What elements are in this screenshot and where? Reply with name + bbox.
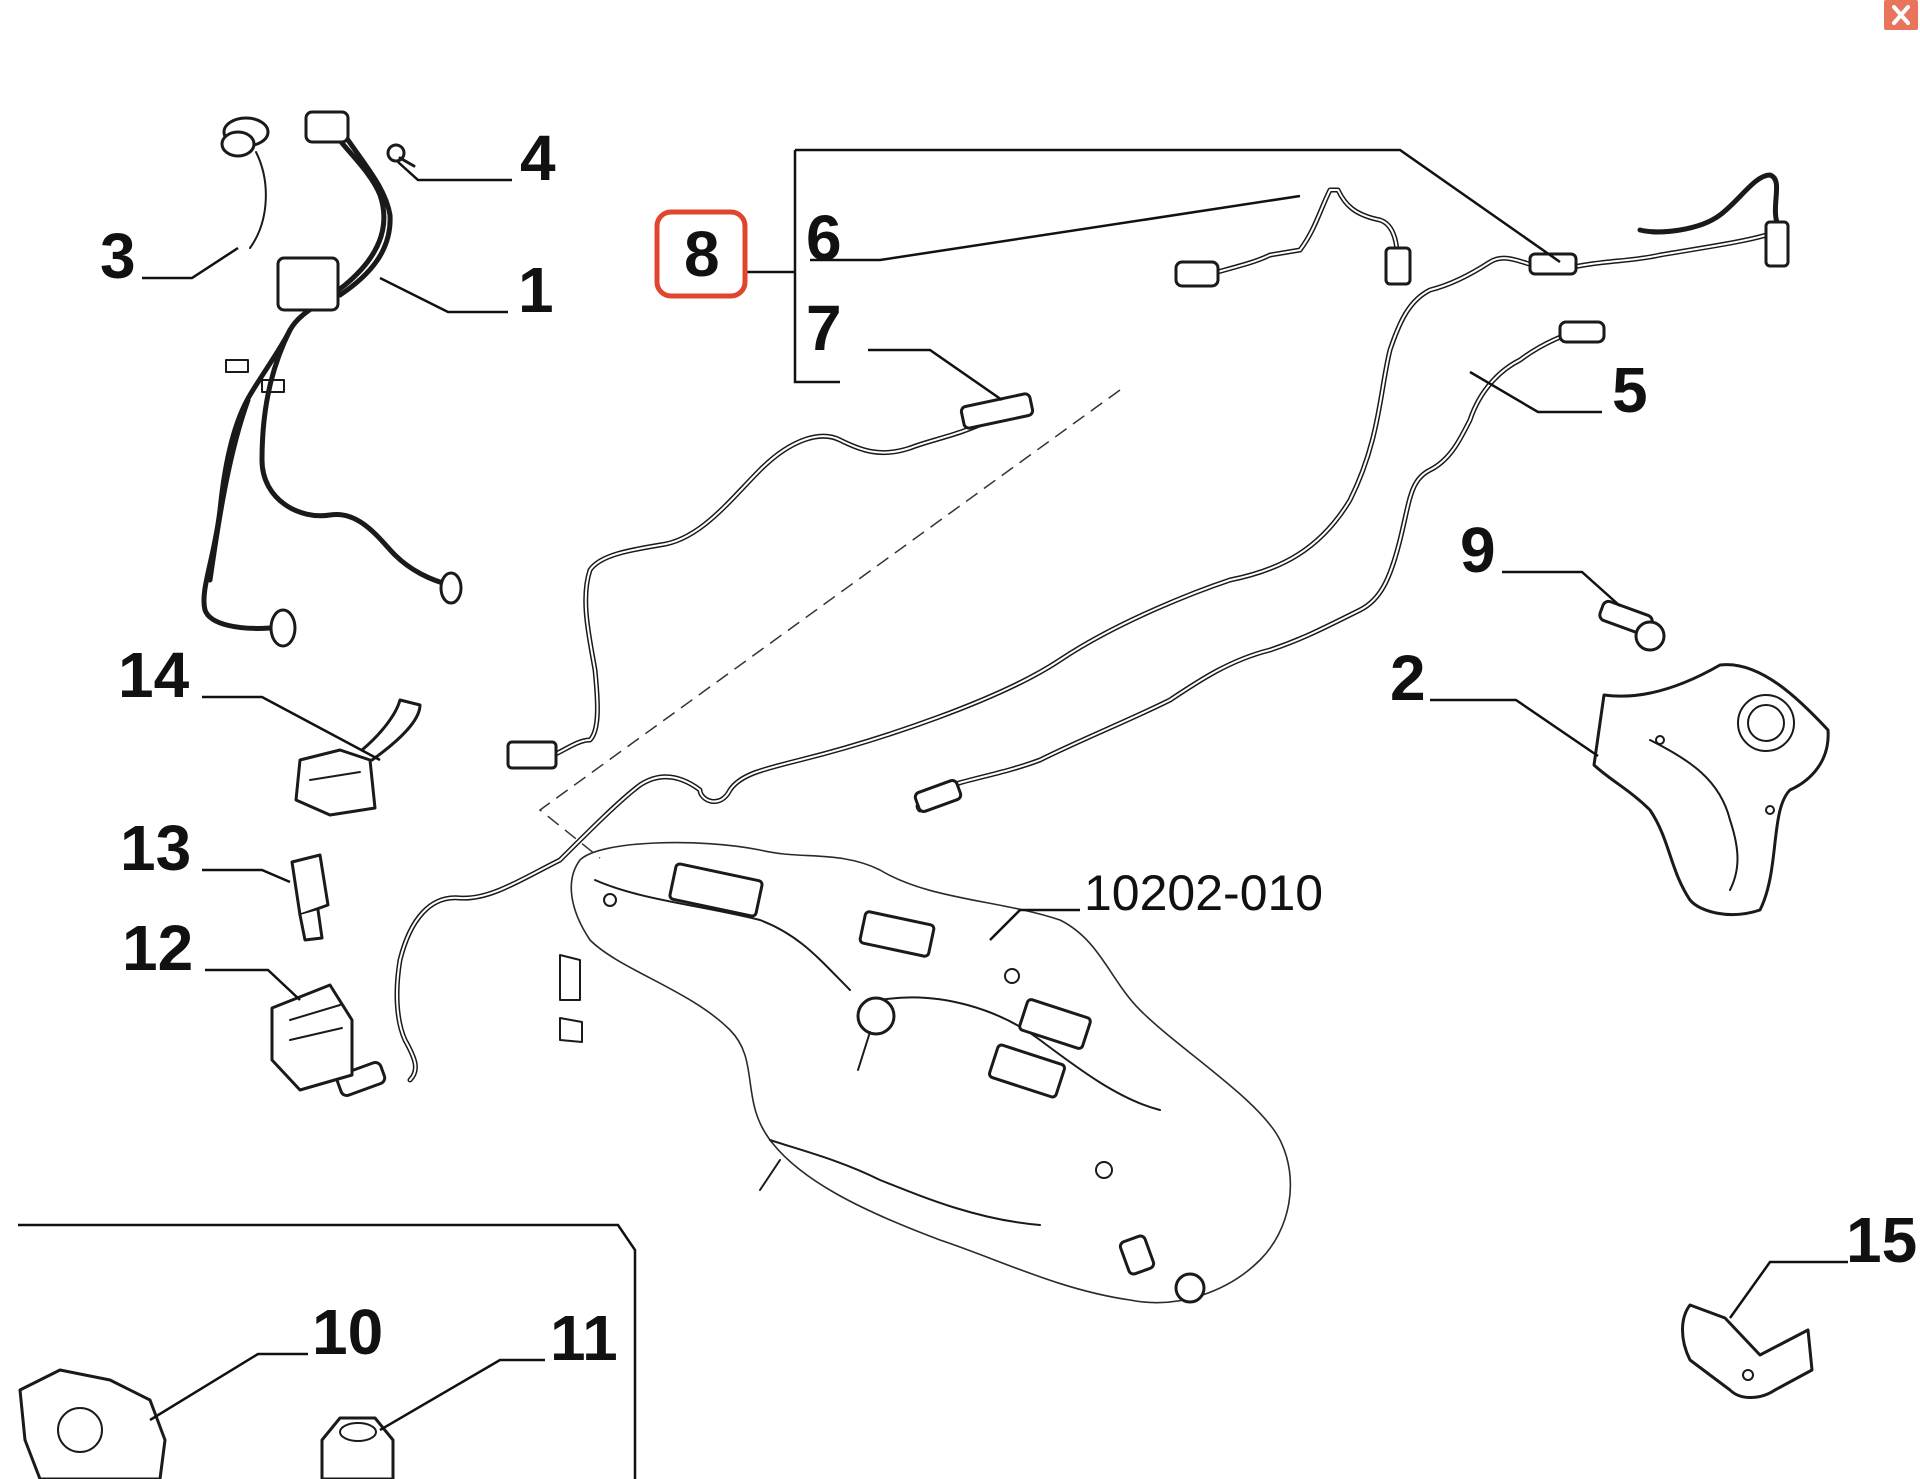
callout-1: 1	[518, 254, 554, 326]
callout-14: 14	[118, 639, 190, 711]
callout-12: 12	[122, 912, 193, 984]
callout-6: 6	[806, 202, 842, 274]
callout-8: 8	[684, 218, 720, 290]
callout-15: 15	[1846, 1204, 1917, 1276]
reference-code: 10202-010	[1084, 865, 1323, 921]
callout-7: 7	[806, 292, 842, 364]
dashed-guide	[538, 389, 1121, 859]
connector-12	[270, 983, 354, 1092]
screw	[386, 143, 416, 168]
callout-3: 3	[100, 220, 136, 292]
callout-2: 2	[1390, 642, 1426, 714]
close-icon	[1892, 5, 1910, 25]
fuel-lines	[335, 172, 1790, 1098]
clamp-10	[18, 1368, 167, 1479]
callout-9: 9	[1460, 514, 1496, 586]
heat-shield	[1592, 663, 1830, 917]
clip-14	[294, 698, 422, 817]
filler-neck	[201, 110, 463, 648]
highlight-box	[654, 209, 748, 299]
callout-5: 5	[1612, 354, 1648, 426]
fuel-cap	[220, 116, 270, 249]
close-button[interactable]	[1884, 0, 1918, 30]
group-bracket-8	[745, 148, 1561, 384]
fuel-tank	[559, 841, 1292, 1304]
callout-10: 10	[312, 1296, 383, 1368]
group-box-10-11	[18, 1223, 637, 1479]
callout-11: 11	[550, 1302, 618, 1374]
fastener-13	[290, 853, 330, 942]
callout-13: 13	[120, 812, 191, 884]
bolt	[1598, 599, 1666, 652]
bracket-15	[1681, 1303, 1814, 1399]
leader-lines	[142, 161, 1848, 1432]
nut-11	[320, 1416, 395, 1479]
callout-4: 4	[520, 122, 556, 194]
